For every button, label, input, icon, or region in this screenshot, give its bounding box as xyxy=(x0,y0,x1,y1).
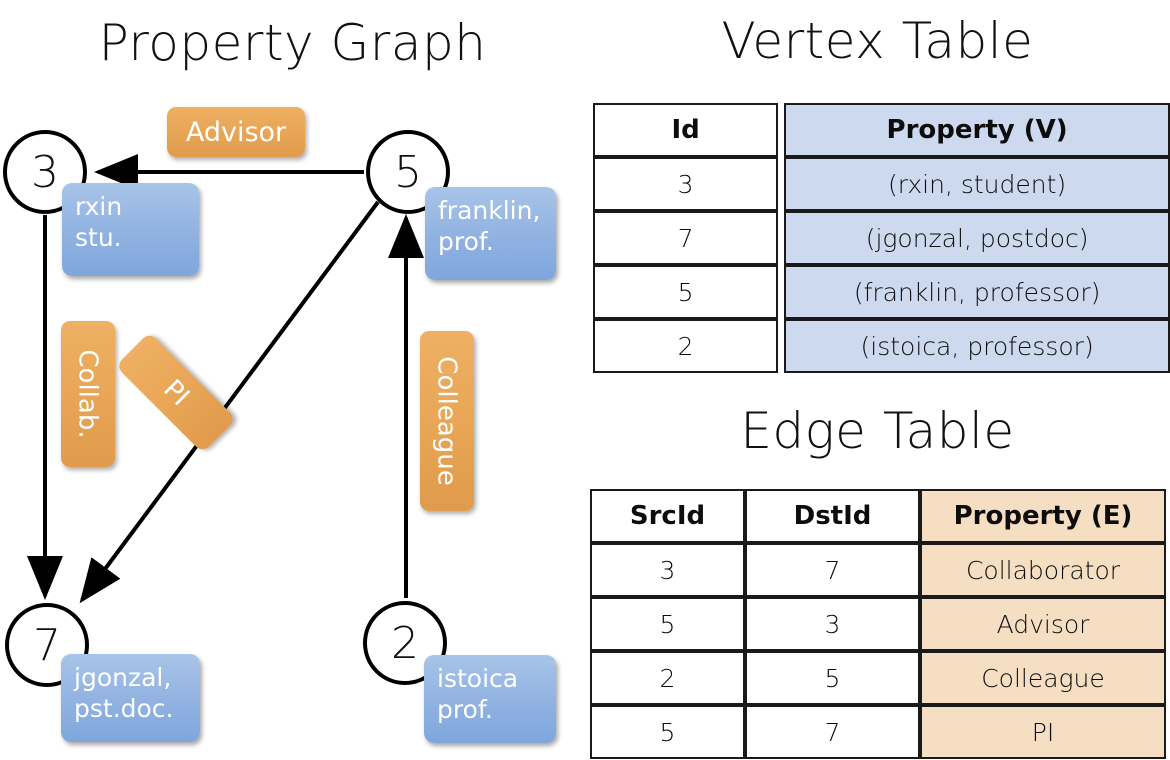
edge-label-collab-text: Collab. xyxy=(73,349,103,439)
vertex-cell-property: (franklin, professor) xyxy=(784,265,1170,319)
edge-5-to-7-pi xyxy=(79,200,380,604)
vertex-cell-id: 2 xyxy=(593,319,779,373)
table-row: 3 (rxin, student) xyxy=(593,157,1170,211)
edge-cell-srcid: 5 xyxy=(590,597,745,651)
table-header-row: Id Property (V) xyxy=(593,103,1170,157)
table-row: 3 7 Collaborator xyxy=(590,543,1166,597)
vertex-header-id: Id xyxy=(593,103,779,157)
edge-cell-srcid: 3 xyxy=(590,543,745,597)
vertex-cell-id: 7 xyxy=(593,211,779,265)
edge-header-dstid: DstId xyxy=(745,489,920,543)
node-property-line-1: rxin xyxy=(75,192,123,221)
page-title-vertex-table: Vertex Table xyxy=(721,12,1034,70)
vertex-header-property: Property (V) xyxy=(784,103,1170,157)
edge-cell-dstid: 5 xyxy=(745,651,920,705)
node-property-box-5: franklin, prof. xyxy=(425,187,556,280)
edge-cell-property: PI xyxy=(920,705,1166,759)
node-property-line-2: prof. xyxy=(438,226,494,256)
node-property-box-7: jgonzal, pst.doc. xyxy=(61,654,200,742)
table-header-row: SrcId DstId Property (E) xyxy=(590,489,1166,543)
edge-cell-srcid: 5 xyxy=(590,705,745,759)
page-title-property-graph: Property Graph xyxy=(98,14,487,72)
edge-cell-dstid: 7 xyxy=(745,543,920,597)
edge-cell-property: Colleague xyxy=(920,651,1166,705)
graph-edges-layer xyxy=(27,154,424,604)
edge-label-pi-text: PI xyxy=(157,373,195,412)
table-row: 7 (jgonzal, postdoc) xyxy=(593,211,1170,265)
vertex-cell-id: 3 xyxy=(593,157,779,211)
vertex-cell-property: (istoica, professor) xyxy=(784,319,1170,373)
node-property-box-2: istoica prof. xyxy=(424,655,556,743)
edge-header-property: Property (E) xyxy=(920,489,1166,543)
edge-cell-srcid: 2 xyxy=(590,651,745,705)
edge-label-collab: Collab. xyxy=(61,321,115,467)
edge-label-colleague-text: Colleague xyxy=(432,356,463,486)
property-graph-diagram: 3 5 7 2 rxin stu. franklin, prof. jgonza… xyxy=(3,107,556,743)
table-row: 2 (istoica, professor) xyxy=(593,319,1170,373)
table-row: 5 3 Advisor xyxy=(590,597,1166,651)
node-property-line-1: jgonzal, xyxy=(74,663,172,692)
table-row: 2 5 Colleague xyxy=(590,651,1166,705)
node-property-line-1: istoica xyxy=(437,664,519,693)
edge-cell-property: Collaborator xyxy=(920,543,1166,597)
vertex-cell-id: 5 xyxy=(593,265,779,319)
edge-table: SrcId DstId Property (E) 3 7 Collaborato… xyxy=(590,489,1166,759)
node-property-box-3: rxin stu. xyxy=(62,183,199,276)
edge-cell-dstid: 7 xyxy=(745,705,920,759)
node-property-line-1: franklin, xyxy=(438,196,541,225)
vertex-table: Id Property (V) 3 (rxin, student) 7 (jgo… xyxy=(593,103,1170,373)
edge-cell-dstid: 3 xyxy=(745,597,920,651)
node-property-line-2: prof. xyxy=(437,694,493,724)
graph-node-5[interactable]: 5 xyxy=(366,130,450,214)
edge-cell-property: Advisor xyxy=(920,597,1166,651)
edge-label-colleague: Colleague xyxy=(420,331,474,511)
edge-header-srcid: SrcId xyxy=(590,489,745,543)
edge-label-advisor-text: Advisor xyxy=(185,116,287,148)
page-title-edge-table: Edge Table xyxy=(740,402,1015,460)
vertex-cell-property: (jgonzal, postdoc) xyxy=(784,211,1170,265)
graph-node-2[interactable]: 2 xyxy=(363,601,447,685)
table-row: 5 7 PI xyxy=(590,705,1166,759)
edge-label-advisor: Advisor xyxy=(167,107,305,157)
table-row: 5 (franklin, professor) xyxy=(593,265,1170,319)
node-property-line-2: stu. xyxy=(75,222,122,252)
vertex-cell-property: (rxin, student) xyxy=(784,157,1170,211)
node-property-line-2: pst.doc. xyxy=(74,693,174,723)
